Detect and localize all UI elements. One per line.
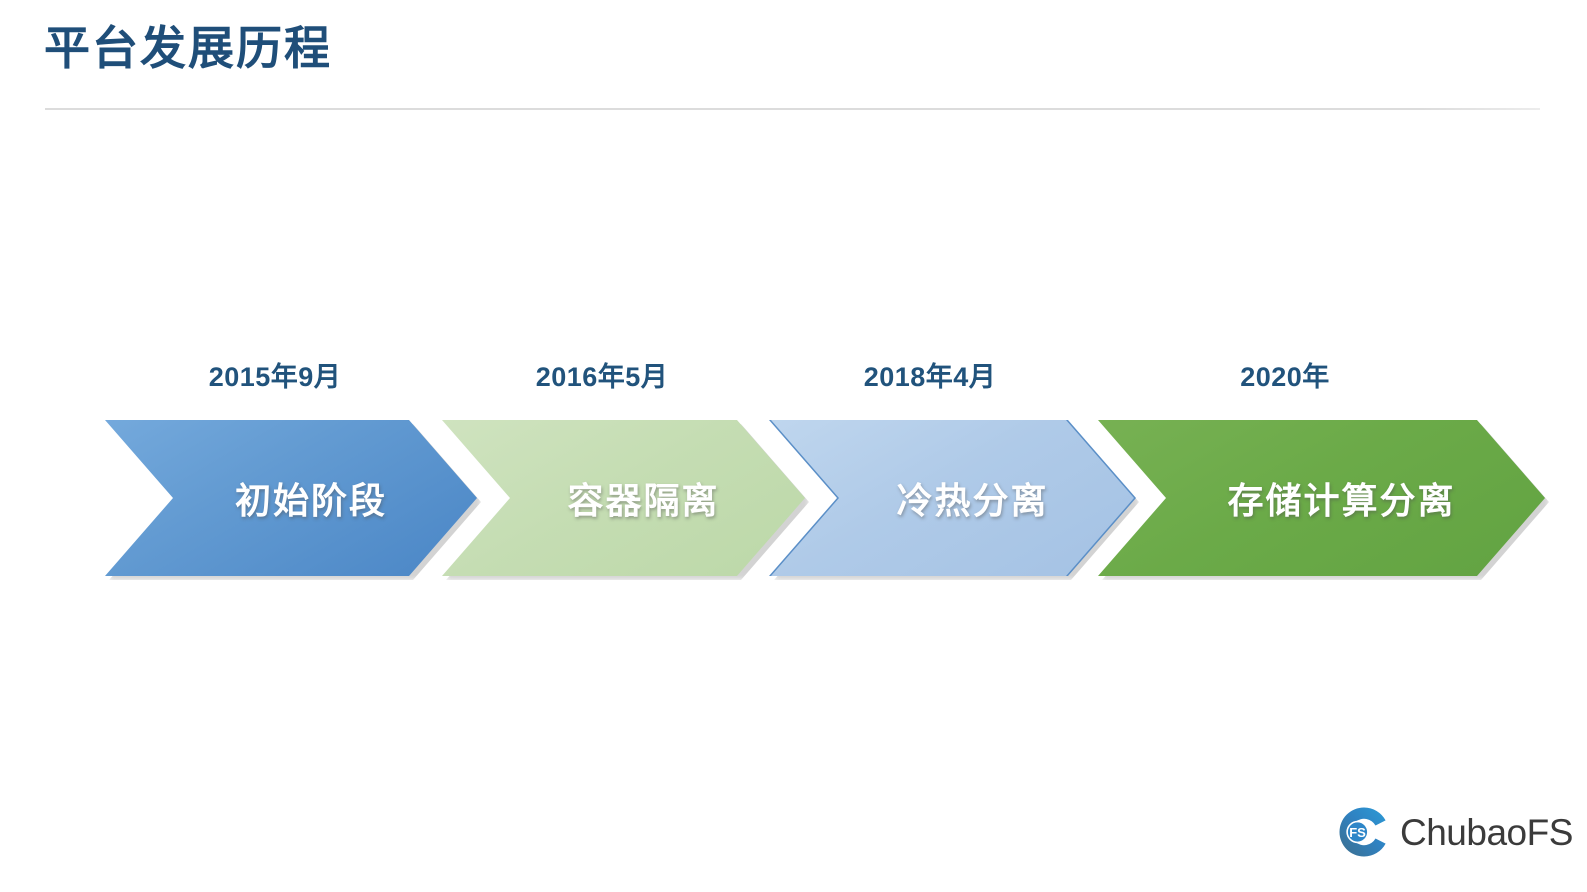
timeline-step-label-1: 初始阶段 [234, 480, 387, 521]
svg-text:FS: FS [1349, 825, 1366, 840]
timeline-date-4: 2020年 [1240, 362, 1330, 392]
timeline-step-4[interactable]: 存储计算分离 [1098, 420, 1545, 576]
timeline-date-1: 2015年9月 [208, 362, 342, 392]
chubaofs-logo: FS ChubaoFS [1336, 804, 1573, 860]
timeline-step-2[interactable]: 容器隔离 [442, 420, 805, 576]
chubaofs-wordmark: ChubaoFS [1400, 811, 1573, 853]
title-divider [45, 108, 1540, 110]
timeline-step-3[interactable]: 冷热分离 [771, 420, 1134, 576]
timeline-step-label-3: 冷热分离 [896, 480, 1049, 521]
chubaofs-mark-icon: FS [1336, 804, 1392, 860]
page-title: 平台发展历程 [44, 22, 332, 74]
timeline-step-label-4: 存储计算分离 [1227, 480, 1456, 521]
timeline-date-2: 2016年5月 [535, 362, 669, 392]
timeline-step-label-2: 容器隔离 [567, 480, 720, 521]
timeline-step-1[interactable]: 初始阶段 [105, 420, 477, 576]
timeline-date-3: 2018年4月 [863, 362, 997, 392]
